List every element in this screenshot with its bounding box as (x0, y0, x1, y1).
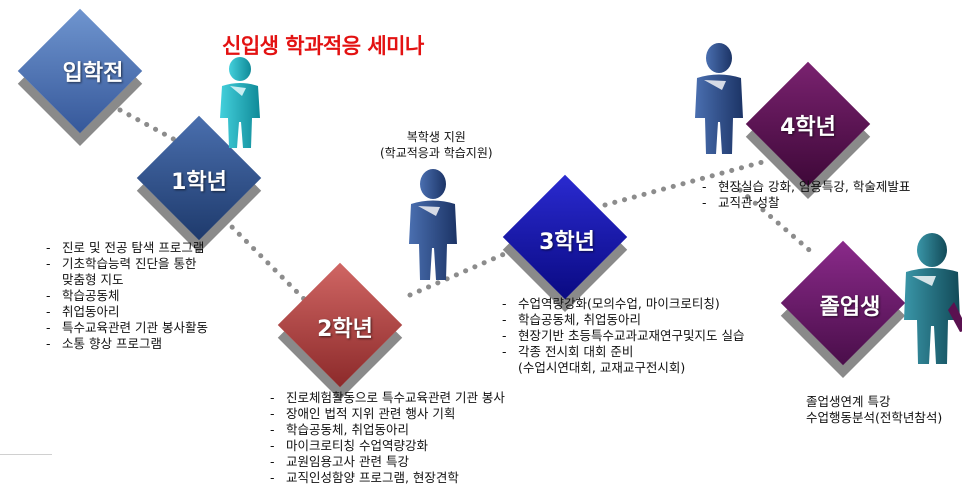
list-item: 맞춤형 지도 (62, 272, 124, 287)
stage-label-pre-entry: 입학전 (62, 61, 124, 86)
person-icon (904, 233, 962, 364)
list-item: 소통 향상 프로그램 (44, 336, 208, 352)
graduate-notes: 졸업생연계 특강 수업행동분석(전학년참석) (806, 394, 942, 426)
list-item: 현장기반 초등특수교과교재연구및지도 실습 (500, 328, 744, 344)
list-item: 장애인 법적 지위 관련 행사 기획 (268, 406, 505, 422)
seminar-title: 신입생 학과적응 세미나 (222, 34, 424, 58)
connector-line (117, 107, 193, 151)
list-item: 수업행동분석(전학년참석) (806, 410, 943, 425)
stage-label-graduate: 졸업생 (819, 295, 881, 320)
person-icon (409, 169, 457, 280)
person-icon (695, 43, 743, 154)
list-item: (수업시연대회, 교재교구전시회) (518, 360, 686, 375)
connector-line (407, 242, 528, 298)
list-item: 학습공동체, 취업동아리 (268, 422, 505, 438)
year3-list: 수업역량강화(모의수업, 마이크로티칭) 학습공동체, 취업동아리 현장기반 초… (500, 296, 744, 376)
divider (0, 454, 52, 455)
list-item: 특수교육관련 기관 봉사활동 (44, 320, 208, 336)
list-item: 교직관 성찰 (700, 195, 910, 211)
connector-line (222, 217, 308, 303)
list-item: 졸업생연계 특강 (806, 394, 891, 409)
returning-support-heading: 복학생 지원 (406, 130, 466, 144)
list-item: 학습공동체, 취업동아리 (500, 312, 744, 328)
list-item: 수업역량강화(모의수업, 마이크로티칭) (500, 296, 744, 312)
list-item: 현장실습 강화, 임용특강, 학술제발표 (700, 179, 910, 195)
year1-list: 진로 및 전공 탐색 프로그램 기초학습능력 진단을 통한 맞춤형 지도 학습공… (44, 240, 208, 352)
returning-support-note: 복학생 지원 (학교적응과 학습지원) (380, 129, 493, 161)
connector-line (737, 187, 818, 258)
list-item: 교직인성함양 프로그램, 현장견학 (268, 470, 505, 486)
list-item: 마이크로티칭 수업역량강화 (268, 438, 505, 454)
list-item: 각종 전시회 대회 준비 (500, 344, 744, 360)
year4-list: 현장실습 강화, 임용특강, 학술제발표 교직관 성찰 (700, 179, 910, 211)
stage-label-year1: 1학년 (171, 170, 227, 195)
connector-line (602, 157, 773, 208)
list-item: 교원임용고사 관련 특강 (268, 454, 505, 470)
year2-list: 진로체험활동으로 특수교육관련 기관 봉사 장애인 법적 지위 관련 행사 기획… (268, 390, 505, 486)
list-item: 학습공동체 (44, 288, 208, 304)
list-item: 취업동아리 (44, 304, 208, 320)
person-icon (220, 57, 260, 148)
stage-label-year3: 3학년 (539, 230, 595, 255)
list-item: 진로체험활동으로 특수교육관련 기관 봉사 (268, 390, 505, 406)
stage-label-year4: 4학년 (780, 115, 836, 140)
returning-support-subtitle: (학교적응과 학습지원) (380, 146, 493, 160)
list-item: 진로 및 전공 탐색 프로그램 (44, 240, 208, 256)
stage-label-year2: 2학년 (317, 317, 373, 342)
list-item: 기초학습능력 진단을 통한 (44, 256, 208, 272)
